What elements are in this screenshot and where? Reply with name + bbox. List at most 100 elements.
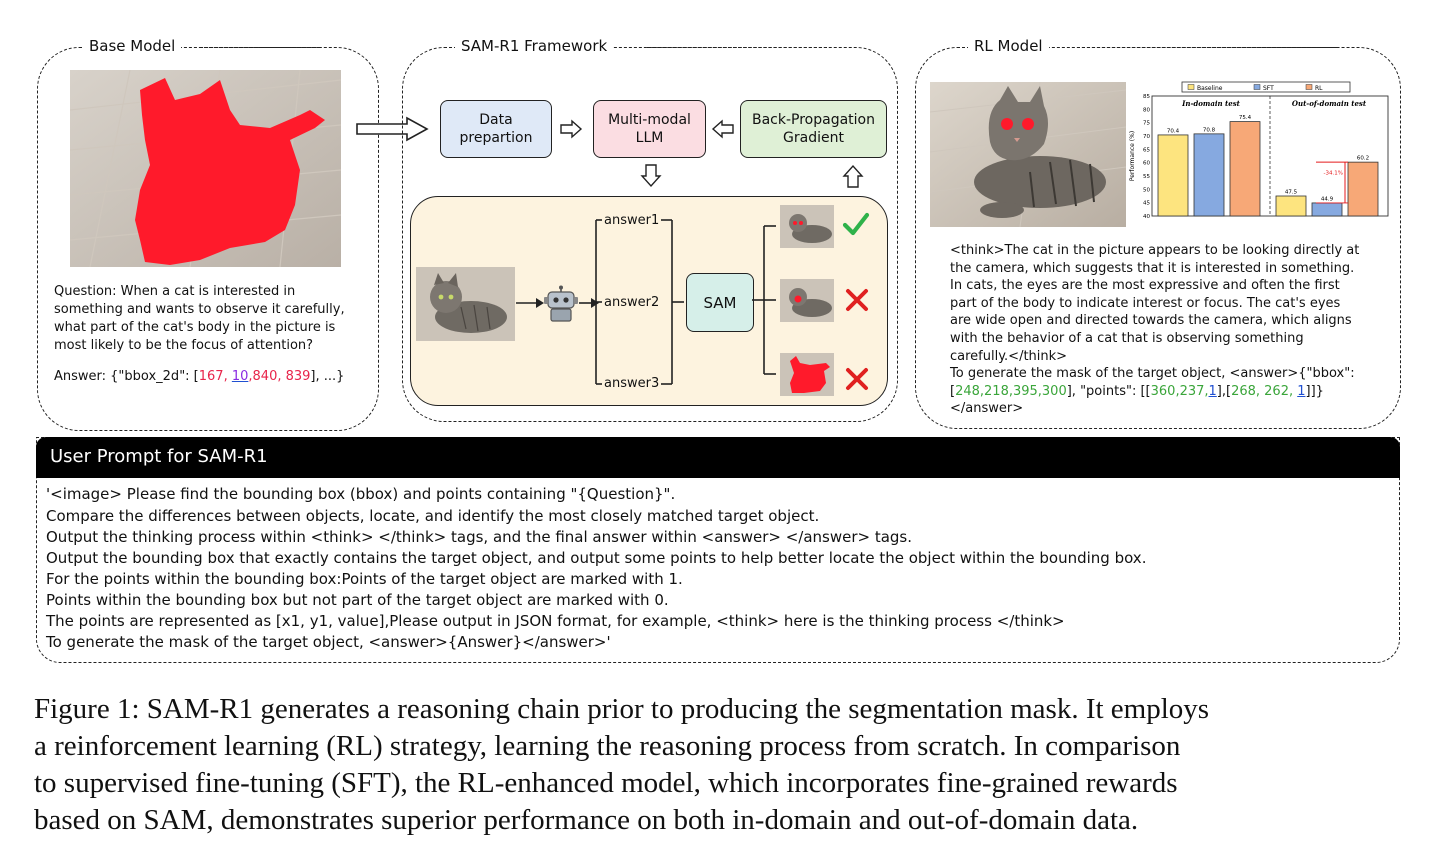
bar-value-label: 70.8 xyxy=(1203,127,1216,133)
data-box-line: prepartion xyxy=(459,130,533,146)
check-icon xyxy=(842,212,870,236)
answer-value-2: 10 xyxy=(231,369,249,384)
answer-bracket xyxy=(595,219,684,385)
answer-part: ], "points": [[ xyxy=(1066,383,1151,399)
group-label: Out-of-domain test xyxy=(1292,99,1367,108)
arrow-right-icon xyxy=(579,298,599,308)
output-image-eyes xyxy=(780,205,834,248)
arrow-down-icon xyxy=(640,164,662,188)
base-model-question: Question: When a cat is interested in so… xyxy=(54,283,369,355)
data-box-line: Data xyxy=(479,112,513,128)
answer-part: [ xyxy=(950,383,956,399)
y-tick-label: 80 xyxy=(1143,107,1150,113)
base-model-mask-image xyxy=(70,70,341,267)
think-line: carefully.</think> xyxy=(950,348,1068,364)
y-tick-label: 55 xyxy=(1143,174,1150,180)
y-tick-label: 70 xyxy=(1143,134,1150,140)
y-tick-label: 45 xyxy=(1143,201,1150,207)
think-line: In cats, the eyes are the most expressiv… xyxy=(950,278,1340,294)
prompt-line: Points within the bounding box but not p… xyxy=(46,591,669,609)
answer-label: answer1 xyxy=(602,213,662,228)
legend-label: Baseline xyxy=(1197,85,1223,92)
answer-suffix: ], ...} xyxy=(310,369,345,384)
answer-value-3: ,840, 839 xyxy=(248,369,311,384)
framework-title: SAM-R1 Framework xyxy=(455,37,614,55)
llm-box-line: LLM xyxy=(635,130,664,146)
annotation-label: -34.1% xyxy=(1324,171,1343,177)
chart-legend xyxy=(1181,81,1351,93)
base-question-line: most likely to be the focus of attention… xyxy=(54,338,314,353)
bar-baseline-1 xyxy=(1275,195,1307,217)
think-line: To generate the mask of the target objec… xyxy=(950,366,1355,382)
caption-line: a reinforcement learning (RL) strategy, … xyxy=(34,730,1181,762)
bar-value-label: 44.9 xyxy=(1321,196,1334,202)
figure-caption: Figure 1: SAM-R1 generates a reasoning c… xyxy=(34,691,1414,839)
base-model-answer: Answer: {"bbox_2d": [167, 10,840, 839], … xyxy=(54,368,344,386)
arrow-up-icon xyxy=(842,164,864,188)
think-line: part of the body to indicate interest or… xyxy=(950,295,1341,311)
prompt-line: To generate the mask of the target objec… xyxy=(46,633,611,651)
prompt-line: Compare the differences between objects,… xyxy=(46,507,820,525)
input-cat-image xyxy=(416,267,515,341)
caption-line: to supervised fine-tuning (SFT), the RL-… xyxy=(34,767,1178,799)
performance-bar-chart: Baseline SFT RL In-domain test Out-of-do… xyxy=(1129,81,1389,220)
bar-sft-0 xyxy=(1193,133,1225,217)
bar-value-label: 70.4 xyxy=(1167,128,1180,134)
answer-part: ]]} xyxy=(1305,383,1324,399)
rl-model-cat-image xyxy=(930,82,1126,227)
legend-swatch-baseline xyxy=(1187,84,1195,90)
y-tick-label: 65 xyxy=(1143,147,1150,153)
answer-label: answer3 xyxy=(602,376,662,391)
bp-box-line: Back-Propagation xyxy=(752,112,875,128)
data-preparation-box: Data prepartion xyxy=(440,100,552,158)
answer-prefix: Answer: {"bbox_2d": [ xyxy=(54,369,199,384)
prompt-line: '<image> Please find the bounding box (b… xyxy=(46,485,676,503)
y-tick-label: 60 xyxy=(1143,161,1150,167)
prompt-line: Output the thinking process within <thin… xyxy=(46,528,913,546)
caption-line: Figure 1: SAM-R1 generates a reasoning c… xyxy=(34,693,1210,725)
answer-point-2-flag: 1 xyxy=(1297,383,1306,399)
cross-icon xyxy=(846,289,868,311)
answer-part: ],[ xyxy=(1216,383,1232,399)
llm-box-line: Multi-modal xyxy=(608,112,691,128)
rl-model-title: RL Model xyxy=(968,37,1049,55)
bar-rl-1 xyxy=(1347,161,1379,217)
y-tick-label: 40 xyxy=(1143,214,1150,220)
group-label: In-domain test xyxy=(1181,99,1241,108)
y-tick-label: 50 xyxy=(1143,187,1150,193)
answer-bbox-values: 248,218,395,300 xyxy=(955,383,1067,399)
rl-model-title-rule xyxy=(1077,47,1337,48)
arrow-right-icon xyxy=(560,119,583,139)
answer-point-1: 360,237, xyxy=(1150,383,1209,399)
sam-box: SAM xyxy=(686,273,754,332)
user-prompt-title: User Prompt for SAM-R1 xyxy=(50,446,268,467)
think-line: the camera, which suggests that it is in… xyxy=(950,260,1355,276)
user-prompt-header xyxy=(36,437,1400,478)
bar-value-label: 75.4 xyxy=(1239,115,1252,121)
think-answer-line: [248,218,395,300], "points": [[360,237,1… xyxy=(950,383,1390,401)
output-image-face xyxy=(780,279,834,322)
bar-value-label: 60.2 xyxy=(1357,156,1369,162)
base-to-framework-arrow xyxy=(356,116,429,142)
arrow-left-icon xyxy=(711,119,734,139)
base-model-title-rule xyxy=(200,47,320,48)
bar-sft-1 xyxy=(1311,202,1343,217)
y-tick-label: 75 xyxy=(1143,121,1150,127)
bp-box-line: Gradient xyxy=(783,130,844,146)
output-image-full-mask xyxy=(780,353,834,396)
answer-point-1-flag: 1 xyxy=(1208,383,1217,399)
think-line: with the behavior of a cat that is obser… xyxy=(950,330,1304,346)
y-axis-label: Performance (%) xyxy=(1129,131,1136,181)
bar-value-label: 47.5 xyxy=(1285,190,1298,196)
legend-label: RL xyxy=(1315,85,1323,92)
prompt-line: Output the bounding box that exactly con… xyxy=(46,549,1147,567)
think-line: </answer> xyxy=(950,401,1024,417)
bar-rl-0 xyxy=(1229,121,1261,217)
arrow-right-icon xyxy=(516,298,544,308)
bar-baseline-0 xyxy=(1157,134,1189,217)
y-tick-label: 85 xyxy=(1143,94,1150,100)
base-question-line: what part of the cat's body in the pictu… xyxy=(54,320,336,335)
base-question-line: something and wants to observe it carefu… xyxy=(54,302,345,317)
